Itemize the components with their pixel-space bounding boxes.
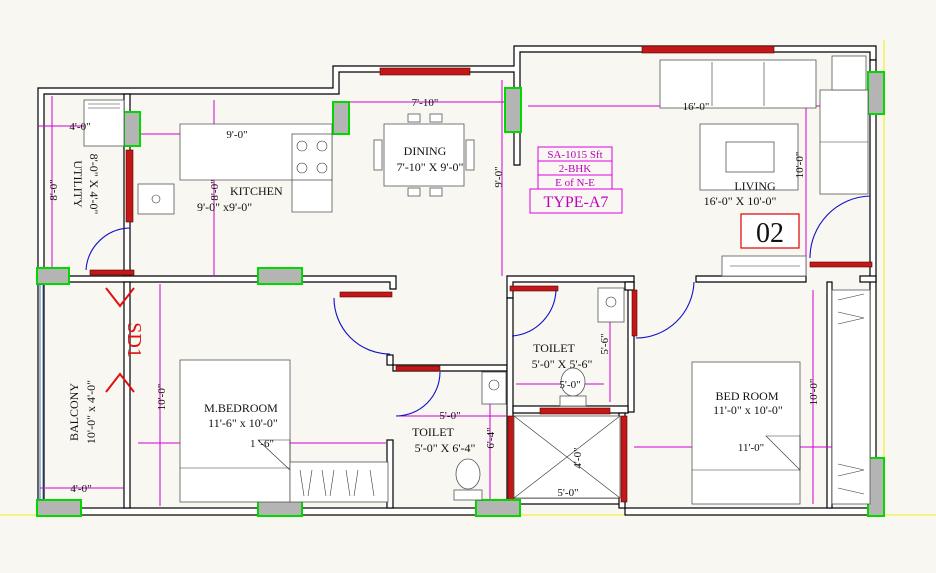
- column: [36, 267, 70, 285]
- bedroom-name: BED ROOM: [715, 389, 778, 403]
- info-bhk: 2-BHK: [559, 163, 591, 175]
- duct-window: [539, 407, 611, 415]
- dining-table-icon: [373, 113, 475, 197]
- living-name: LIVING: [734, 179, 776, 193]
- common-toilet-door: [509, 285, 559, 337]
- master-bedroom-size: 11'-6" x 10'-0": [208, 416, 278, 430]
- bedroom-size: 11'-0" x 10'-0": [713, 403, 783, 417]
- living-window: [641, 45, 775, 54]
- dining-name: DINING: [404, 144, 447, 158]
- info-box: SA-1015 Sft 2-BHK E of N-E TYPE-A7: [529, 146, 623, 214]
- bottom-wall-right: [624, 507, 877, 516]
- dim-utility-width: 4'-0": [69, 121, 90, 133]
- doors: [85, 195, 873, 417]
- column: [867, 457, 885, 517]
- kitchen-counter: [137, 123, 333, 215]
- master-toilet-size: 5'-0" X 6'-4": [415, 441, 476, 455]
- columns: [36, 71, 885, 517]
- stove-icon: [291, 133, 333, 181]
- side-table-icon: [831, 55, 867, 91]
- dim-utility-depth: 8'-0": [48, 179, 60, 200]
- master-bedroom-door: [333, 291, 393, 355]
- info-facing: E of N-E: [555, 177, 595, 189]
- master-toilet-name: TOILET: [412, 425, 454, 439]
- kitchen-window: [125, 149, 134, 223]
- living-right-stub: [859, 275, 877, 283]
- right-wall: [869, 59, 877, 516]
- section-mark: [105, 287, 135, 393]
- utility-name: UTILITY: [71, 160, 85, 208]
- outer-wall: [37, 45, 877, 515]
- bedroom-wall-stub: [624, 281, 635, 291]
- info-area: SA-1015 Sft: [547, 149, 602, 161]
- dim-toilet-common-depth: 5'-6": [599, 333, 611, 354]
- column: [332, 101, 350, 135]
- dim-bedroom-width: 11'-0": [738, 442, 764, 454]
- duct-window-right: [620, 415, 628, 503]
- master-wardrobe-icon: [289, 461, 389, 503]
- dim-master-width: 1 '-6": [250, 438, 274, 450]
- dim-toilet-master-width: 5'-0": [439, 410, 460, 422]
- bedroom-closet-wall: [826, 281, 833, 509]
- living-door: [809, 195, 873, 268]
- dimension-labels: 4'-0" 8'-0" 9'-0" 8'-0" 7'-10" 9'-0" 16'…: [48, 97, 820, 499]
- mbed-door-jamb: [386, 354, 394, 366]
- master-bed-icon: [179, 359, 291, 503]
- flat-number-box: 02: [740, 213, 800, 249]
- dining-window: [379, 67, 471, 76]
- common-toilet-size: 5'-0" X 5'-6": [532, 357, 593, 371]
- bed-icon: [691, 361, 801, 505]
- dim-toilet-master-depth: 6'-4": [485, 427, 497, 448]
- balcony-wall: [123, 281, 131, 509]
- balcony-railing: [39, 284, 44, 500]
- sofa-icon: [659, 55, 869, 195]
- common-toilet-icon: [559, 287, 625, 407]
- sink-icon: [137, 183, 175, 215]
- column: [257, 267, 303, 285]
- dim-balcony-width: 4'-0": [70, 483, 91, 495]
- dim-dining-width: 7'-10": [412, 97, 439, 109]
- dim-kitchen-width: 9'-0": [226, 129, 247, 141]
- living-size: 16'-0" X 10'-0": [704, 194, 777, 208]
- master-bedroom-name: M.BEDROOM: [204, 401, 278, 415]
- kitchen-bottom-wall: [43, 275, 397, 290]
- room-labels: UTILITY 8'-0" X 4'-0" KITCHEN 9'-0" x9'-…: [67, 144, 783, 455]
- dim-kitchen-depth: 8'-0": [209, 179, 221, 200]
- dim-toilet-common-width: 5'-0": [559, 379, 580, 391]
- bedroom-wardrobe-icon: [831, 289, 871, 505]
- dim-dining-depth: 9'-0": [493, 166, 505, 187]
- master-toilet-icon: [453, 371, 507, 501]
- kitchen-size: 9'-0" x9'-0": [197, 200, 252, 214]
- tv-unit-icon: [721, 255, 807, 277]
- balcony-size: 10'-0" x 4'-0": [84, 380, 98, 444]
- info-type: TYPE-A7: [544, 194, 609, 211]
- dim-duct-width: 5'-0": [557, 487, 578, 499]
- dim-master-depth: 10'-0": [156, 384, 168, 411]
- column: [475, 499, 521, 517]
- washing-machine-icon: [83, 99, 125, 147]
- flat-number: 02: [756, 218, 784, 249]
- column: [504, 87, 522, 133]
- dim-bedroom-depth: 10'-0": [808, 379, 820, 406]
- dining-size: 7'-10" X 9'-0": [397, 160, 464, 174]
- dim-living-width: 16'-0": [683, 101, 710, 113]
- column: [123, 111, 141, 147]
- column: [36, 499, 82, 517]
- column: [867, 71, 885, 115]
- utility-size: 8'-0" X 4'-0": [87, 154, 101, 215]
- duct-shaft: [513, 415, 621, 499]
- furniture: [39, 55, 871, 505]
- dim-duct-depth: 4'-0": [572, 447, 584, 468]
- living-bottom-wall: [695, 275, 807, 283]
- kitchen-name: KITCHEN: [230, 184, 283, 198]
- common-toilet-name: TOILET: [533, 341, 575, 355]
- master-toilet-door: [395, 365, 441, 417]
- duct-window-left: [507, 415, 515, 503]
- utility-door: [85, 227, 135, 276]
- balcony-name: BALCONY: [67, 383, 81, 441]
- dim-living-depth: 10'-0": [794, 152, 806, 179]
- section-mark-label: SD1: [123, 322, 145, 358]
- bedroom-door: [631, 281, 695, 339]
